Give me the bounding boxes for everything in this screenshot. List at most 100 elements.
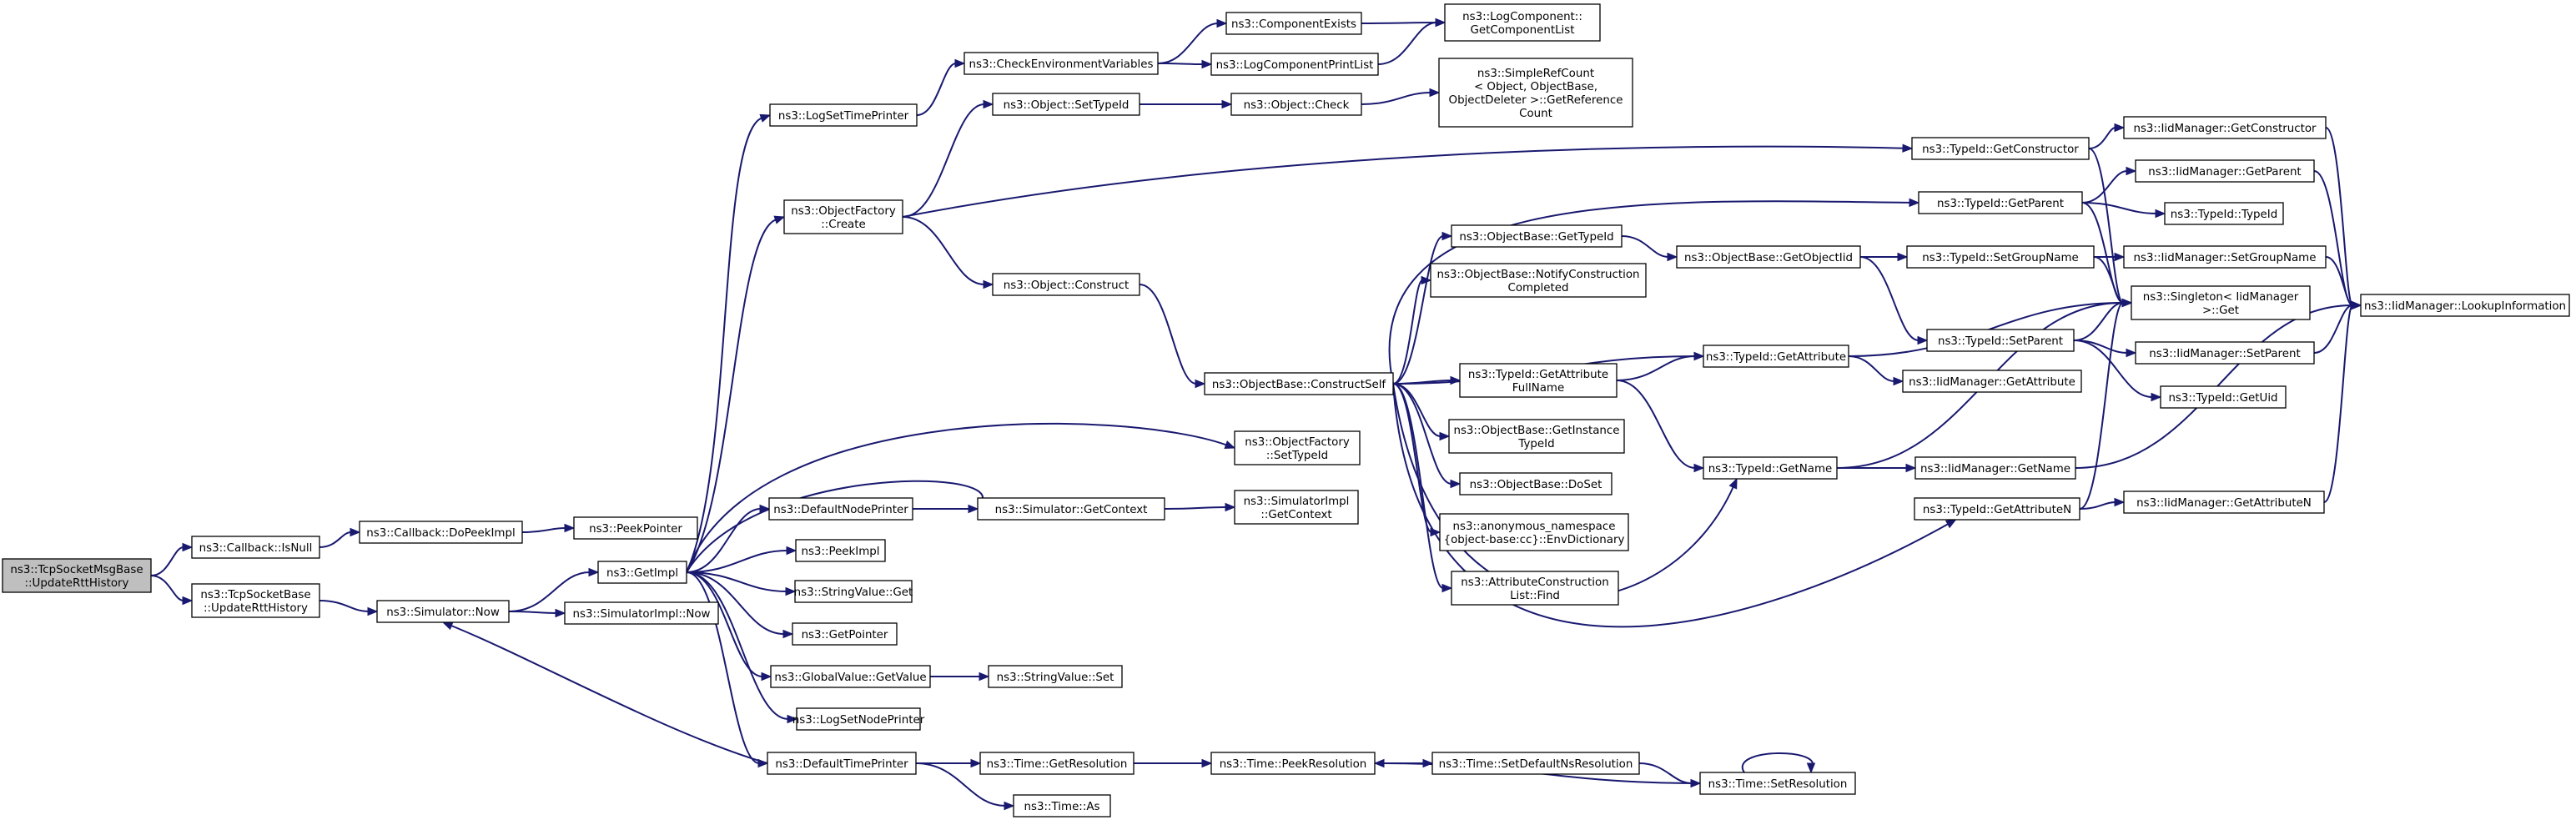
- node-iid-getattributen[interactable]: ns3::IidManager::GetAttributeN: [2123, 490, 2325, 514]
- node-cb-isnull[interactable]: ns3::Callback::IsNull: [191, 536, 320, 559]
- edge-getimpl-to-getpointer: [686, 571, 794, 639]
- node-tid-getparent[interactable]: ns3::TypeId::GetParent: [1918, 191, 2083, 214]
- node-objfac-settypeid[interactable]: ns3::ObjectFactory::SetTypeId: [1234, 430, 1361, 465]
- node-box: [2135, 341, 2315, 365]
- node-box: [359, 521, 523, 544]
- node-iid-getparent[interactable]: ns3::IidManager::GetParent: [2135, 159, 2315, 183]
- node-iid-getattribute[interactable]: ns3::IidManager::GetAttribute: [1902, 370, 2082, 393]
- edge-checkenv-to-logcompprint: [1157, 59, 1213, 69]
- node-box: [796, 707, 921, 731]
- node-box: [2160, 385, 2287, 409]
- node-iid-getname[interactable]: ns3::IidManager::GetName: [1914, 456, 2076, 480]
- edge-line: [916, 63, 957, 116]
- edge-line: [686, 422, 1227, 573]
- node-box: [376, 600, 510, 623]
- node-time-peekres[interactable]: ns3::Time::PeekResolution: [1210, 752, 1376, 775]
- node-label-line: >::Get: [2202, 304, 2239, 317]
- edge-arrowhead: [782, 629, 794, 639]
- node-logsetnode[interactable]: ns3::LogSetNodePrinter: [792, 707, 925, 731]
- node-obj-construct[interactable]: ns3::Object::Construct: [992, 273, 1140, 296]
- node-tid-getattribute[interactable]: ns3::TypeId::GetAttribute: [1703, 345, 1849, 368]
- node-box: [2135, 159, 2315, 183]
- node-label-line: ns3::LogComponentPrintList: [1216, 59, 1374, 72]
- node-box: [564, 601, 719, 625]
- node-simimpl-getctx[interactable]: ns3::SimulatorImpl::GetContext: [1234, 490, 1359, 525]
- node-iid-setgroupname[interactable]: ns3::IidManager::SetGroupName: [2123, 245, 2327, 269]
- edge-arrowhead: [555, 608, 566, 618]
- edge-line: [686, 219, 777, 573]
- node-tid-setgroupname[interactable]: ns3::TypeId::SetGroupName: [1906, 245, 2095, 269]
- edge-line: [319, 531, 352, 548]
- edge-ob-constructself-to-ob-gettypeid: [1392, 231, 1453, 385]
- node-singleton-get[interactable]: ns3::Singleton< IidManager>::Get: [2131, 285, 2311, 320]
- edge-arrowhead: [564, 523, 576, 533]
- edge-tid-getparent-to-tid-typeid: [2081, 202, 2166, 219]
- node-iid-lookup[interactable]: ns3::IidManager::LookupInformation: [2360, 294, 2570, 317]
- node-ob-gettypeid[interactable]: ns3::ObjectBase::GetTypeId: [1451, 224, 1623, 248]
- node-strval-set[interactable]: ns3::StringValue::Set: [988, 665, 1123, 688]
- node-tsb-update[interactable]: ns3::TcpSocketBase::UpdateRttHistory: [191, 583, 320, 618]
- node-obj-check[interactable]: ns3::Object::Check: [1230, 93, 1362, 116]
- node-tid-setparent[interactable]: ns3::TypeId::SetParent: [1926, 329, 2075, 352]
- edge-root-to-cb-isnull: [150, 542, 194, 576]
- node-tid-getconstructor[interactable]: ns3::TypeId::GetConstructor: [1911, 137, 2090, 160]
- node-ob-constructself[interactable]: ns3::ObjectBase::ConstructSelf: [1204, 372, 1394, 395]
- edge-line: [2323, 304, 2353, 503]
- node-box: [2, 558, 152, 593]
- edge-objfac-create-to-obj-settypeid: [902, 99, 994, 218]
- node-logcomp-getlist[interactable]: ns3::LogComponent::GetComponentList: [1444, 3, 1601, 42]
- node-getpointer[interactable]: ns3::GetPointer: [792, 622, 898, 646]
- node-tid-getattributen[interactable]: ns3::TypeId::GetAttributeN: [1914, 497, 2080, 521]
- node-logsettime[interactable]: ns3::LogSetTimePrinter: [769, 103, 918, 127]
- node-simplerefcount[interactable]: ns3::SimpleRefCount< Object, ObjectBase,…: [1438, 58, 1633, 128]
- node-label-line: ns3::SimpleRefCount: [1477, 68, 1594, 80]
- edge-arrowhead: [2114, 497, 2126, 507]
- node-ob-doset[interactable]: ns3::ObjectBase::DoSet: [1459, 472, 1613, 496]
- node-objfac-create[interactable]: ns3::ObjectFactory::Create: [783, 199, 903, 234]
- node-tid-getname[interactable]: ns3::TypeId::GetName: [1703, 456, 1838, 480]
- node-time-setdefns[interactable]: ns3::Time::SetDefaultNsResolution: [1431, 752, 1640, 775]
- edge-sim-getcontext-to-simimpl-getctx: [1164, 502, 1236, 512]
- node-box: [792, 622, 898, 646]
- node-anon-envdict[interactable]: ns3::anonymous_namespace{object-base:cc}…: [1439, 513, 1629, 551]
- edge-line: [1859, 256, 1919, 341]
- node-compexists[interactable]: ns3::ComponentExists: [1225, 12, 1362, 35]
- node-getimpl[interactable]: ns3::GetImpl: [597, 561, 687, 584]
- node-iid-setparent[interactable]: ns3::IidManager::SetParent: [2135, 341, 2315, 365]
- node-ob-notify[interactable]: ns3::ObjectBase::NotifyConstructionCompl…: [1430, 263, 1647, 298]
- node-simimpl-now[interactable]: ns3::SimulatorImpl::Now: [564, 601, 719, 625]
- edge-obj-construct-to-ob-constructself: [1139, 284, 1206, 389]
- node-ob-getobjectiid[interactable]: ns3::ObjectBase::GetObjectIid: [1676, 245, 1861, 269]
- node-peekimpl[interactable]: ns3::PeekImpl: [795, 539, 886, 562]
- edge-arrowhead: [1917, 335, 1929, 345]
- edge-line: [521, 527, 566, 533]
- node-cb-dopeek[interactable]: ns3::Callback::DoPeekImpl: [359, 521, 523, 544]
- node-box: [992, 93, 1140, 116]
- node-deftimeprinter[interactable]: ns3::DefaultTimePrinter: [767, 752, 917, 775]
- node-box: [1914, 456, 2076, 480]
- edge-ob-constructself-to-ob-doset: [1392, 383, 1462, 489]
- node-time-setres[interactable]: ns3::Time::SetResolution: [1699, 772, 1856, 795]
- node-strval-get[interactable]: ns3::StringValue::Get: [794, 580, 913, 603]
- node-peekptr[interactable]: ns3::PeekPointer: [573, 516, 698, 540]
- node-checkenv[interactable]: ns3::CheckEnvironmentVariables: [963, 52, 1159, 75]
- node-sim-getcontext[interactable]: ns3::Simulator::GetContext: [977, 497, 1165, 521]
- node-obj-settypeid[interactable]: ns3::Object::SetTypeId: [992, 93, 1140, 116]
- edge-arrowhead: [441, 621, 454, 631]
- node-globval-get[interactable]: ns3::GlobalValue::GetValue: [770, 665, 931, 688]
- node-iid-getconstructor[interactable]: ns3::IidManager::GetConstructor: [2123, 116, 2327, 139]
- node-sim-now[interactable]: ns3::Simulator::Now: [376, 600, 510, 623]
- node-time-as[interactable]: ns3::Time::As: [1013, 794, 1111, 817]
- nodes-layer: ns3::TcpSocketMsgBase::UpdateRttHistoryn…: [2, 3, 2570, 817]
- node-time-getres[interactable]: ns3::Time::GetResolution: [979, 752, 1135, 775]
- node-logcompprint[interactable]: ns3::LogComponentPrintList: [1210, 53, 1379, 76]
- node-tid-typeid[interactable]: ns3::TypeId::TypeId: [2164, 202, 2284, 225]
- node-tid-getuid[interactable]: ns3::TypeId::GetUid: [2160, 385, 2287, 409]
- edge-arrowhead: [1905, 463, 1917, 473]
- node-root[interactable]: ns3::TcpSocketMsgBase::UpdateRttHistory: [2, 558, 152, 593]
- node-defnodeprinter[interactable]: ns3::DefaultNodePrinter: [768, 497, 913, 521]
- node-box: [1451, 224, 1623, 248]
